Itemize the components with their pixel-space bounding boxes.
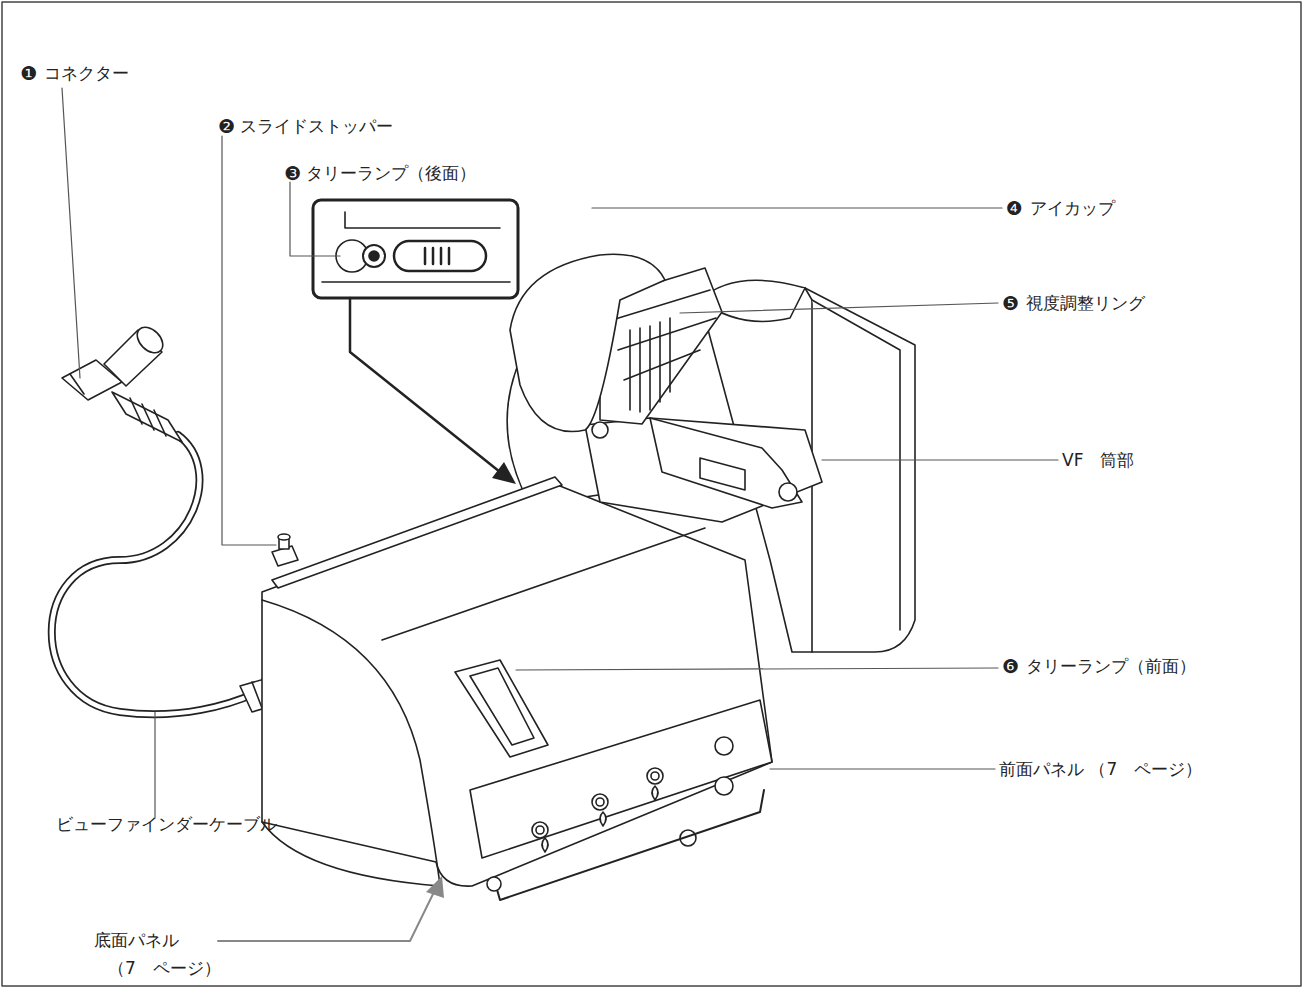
rear-tally-inset (313, 200, 518, 484)
front-panel-part (536, 826, 544, 834)
leader-lines-part (222, 136, 276, 545)
front-panel-part (496, 790, 764, 900)
rear-tally-inset-part (492, 462, 516, 484)
callout-number: ❺ (1002, 293, 1019, 313)
page-reference: （7 ページ） (108, 958, 221, 978)
eyepiece-mount-part (592, 422, 608, 438)
eyecup-part (510, 254, 665, 431)
leader-lines-part (822, 459, 1058, 460)
front-panel-part (715, 777, 733, 795)
connector-plug-part (130, 398, 166, 436)
viewfinder-body-part (382, 528, 705, 640)
rear-tally-inset-part (363, 245, 385, 267)
leader-lines-part (62, 88, 80, 378)
eyepiece-mount-part (700, 458, 745, 490)
part-name: タリーランプ（前面） (1026, 656, 1196, 676)
part-name: VF 筒部 (1062, 450, 1134, 470)
eyepiece-mount-part (585, 418, 822, 522)
eyecup (510, 254, 722, 431)
viewfinder-cable (52, 435, 292, 714)
callout-number: ❶ (20, 63, 37, 83)
front-tally-lamp-part (455, 660, 548, 757)
viewfinder-body-part (272, 477, 562, 588)
eyepiece-mount (585, 418, 822, 522)
front-tally-lamp-part (470, 668, 534, 745)
part-name: コネクター (44, 63, 129, 83)
viewfinder-body-part (262, 600, 440, 885)
eyecup-part (630, 318, 670, 412)
front-panel-part (532, 822, 548, 838)
rear-tally-inset-part (345, 212, 500, 228)
eyepiece-mount-part (650, 418, 802, 508)
leader-lines (62, 88, 1058, 818)
bottom-arrow-part (426, 876, 444, 898)
rear-tally-inset-part (322, 281, 510, 283)
callout-number: ❻ (1002, 656, 1019, 676)
rear-tally-inset-part (425, 248, 449, 264)
leader-lines-part (770, 768, 995, 769)
eyepiece-mount-part (779, 483, 797, 501)
bottom-arrow-part (218, 892, 434, 941)
part-name: ビューファインダーケーブル (56, 814, 277, 834)
bottom-arrow (218, 876, 444, 941)
rear-tally-inset-part (394, 241, 486, 271)
callout-number: ❸ (284, 163, 301, 183)
viewfinder-body-part (262, 822, 440, 886)
front-tally-lamp (455, 660, 548, 757)
rear-tally-inset-part (350, 298, 500, 472)
eyecup-part (612, 290, 716, 380)
front-panel-part (647, 768, 663, 784)
part-name: 視度調整リング (1026, 293, 1145, 313)
viewfinder-cable-part (52, 435, 258, 714)
leader-lines-part (592, 207, 1002, 208)
part-name: アイカップ (1030, 198, 1115, 218)
front-panel-part (592, 794, 608, 810)
connector-plug-part (112, 392, 182, 442)
callout-number: ❷ (218, 116, 235, 136)
rear-tally-inset-part (369, 251, 379, 261)
front-panel-part (487, 877, 501, 891)
connector-plug (62, 322, 182, 442)
front-panel-part (715, 737, 733, 755)
connector-plug-part (132, 322, 167, 357)
connector-plug-part (70, 374, 84, 394)
part-name: 前面パネル （7 ページ） (999, 759, 1202, 779)
part-name: タリーランプ（後面） (306, 163, 476, 183)
front-panel-part (596, 798, 604, 806)
viewfinder-body-part (262, 484, 772, 886)
viewfinder-body (262, 477, 772, 886)
leader-lines-part (290, 182, 340, 256)
part-name: 底面パネル (94, 930, 179, 950)
slide-stopper (272, 534, 298, 566)
front-panel-part (542, 786, 658, 852)
part-name: スライドストッパー (240, 116, 393, 136)
rear-tally-inset-part (313, 200, 518, 298)
viewfinder-cable-part (52, 435, 258, 714)
vf-hood-part (812, 300, 900, 630)
callout-number: ❹ (1006, 198, 1023, 218)
slide-stopper-part (278, 534, 290, 540)
leader-lines-part (680, 303, 998, 313)
front-panel-part (651, 772, 659, 780)
leader-lines-part (154, 712, 155, 818)
leader-lines-part (516, 668, 998, 670)
